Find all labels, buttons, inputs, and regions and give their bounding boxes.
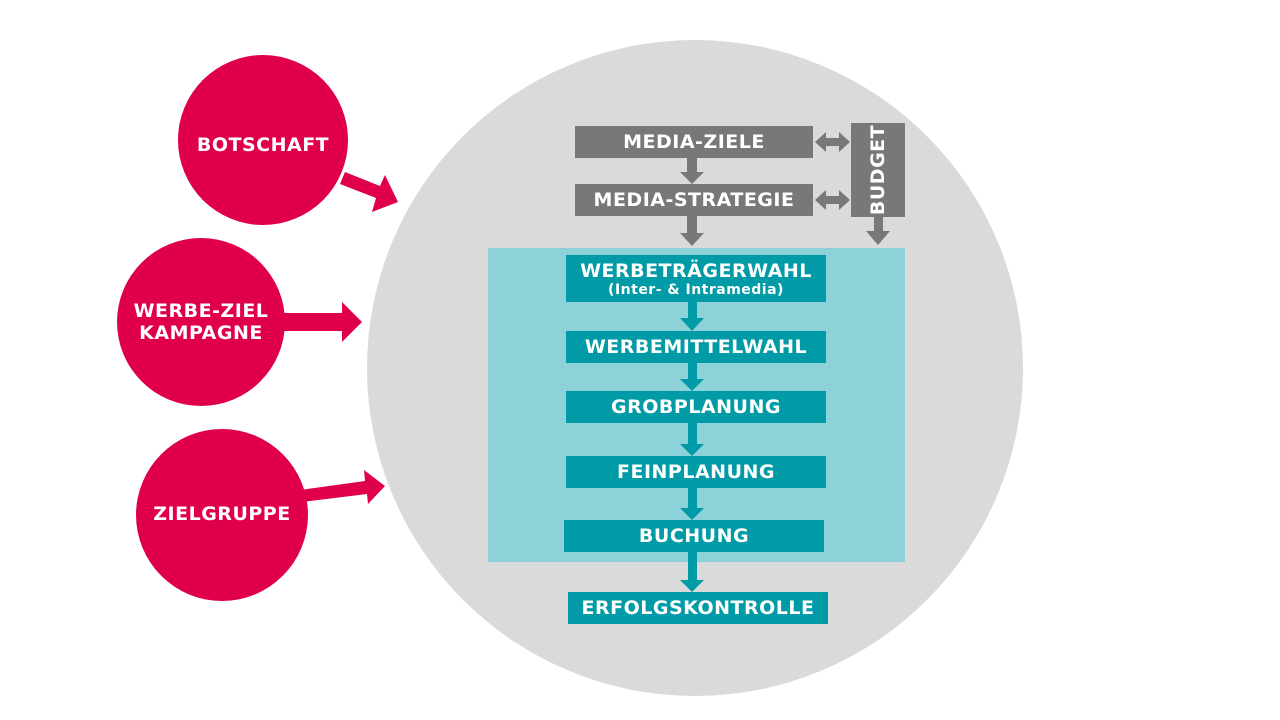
zielgruppe-text: ZIELGRUPPE: [153, 503, 291, 525]
werbetraegerwahl-subtext: (Inter- & Intramedia): [608, 281, 784, 298]
arrow-icon: [280, 302, 362, 342]
arrow-down-icon: [680, 302, 704, 331]
werbeziel-circle: [117, 238, 285, 406]
arrow-down-icon: [680, 158, 704, 184]
double-arrow-icon: [815, 190, 850, 210]
media-ziele-text: MEDIA-ZIELE: [623, 131, 765, 153]
arrow-down-icon: [680, 488, 704, 520]
arrow-icon: [300, 470, 385, 504]
erfolgskontrolle-box: ERFOLGSKONTROLLE: [568, 592, 828, 624]
botschaft-circle: [178, 55, 348, 225]
arrow-down-icon: [680, 423, 704, 456]
double-arrow-icon: [815, 132, 850, 152]
media-strategie-box: MEDIA-STRATEGIE: [575, 184, 813, 216]
arrow-down-icon: [866, 217, 890, 245]
media-ziele-box: MEDIA-ZIELE: [575, 126, 813, 158]
werbeziel-text: WERBE-ZIEL: [133, 300, 269, 322]
grobplanung-box: GROBPLANUNG: [566, 391, 826, 423]
zielgruppe-circle: [136, 429, 308, 601]
arrow-icon: [340, 172, 398, 212]
werbemittelwahl-text: WERBEMITTELWAHL: [584, 336, 808, 358]
werbetraegerwahl-box: WERBETRÄGERWAHL (Inter- & Intramedia): [566, 255, 826, 302]
werbemittelwahl-box: WERBEMITTELWAHL: [566, 331, 826, 363]
buchung-text: BUCHUNG: [638, 525, 750, 547]
buchung-box: BUCHUNG: [564, 520, 824, 552]
werbeziel-label: WERBE-ZIEL KAMPAGNE: [117, 298, 285, 346]
arrow-down-icon: [680, 216, 704, 246]
zielgruppe-label: ZIELGRUPPE: [136, 494, 308, 534]
arrow-down-icon: [680, 552, 704, 592]
media-strategie-text: MEDIA-STRATEGIE: [593, 189, 795, 211]
feinplanung-text: FEINPLANUNG: [617, 461, 775, 483]
budget-text: BUDGET: [867, 124, 889, 216]
kampagne-text: KAMPAGNE: [139, 322, 263, 344]
grobplanung-text: GROBPLANUNG: [611, 396, 781, 418]
arrow-down-icon: [680, 363, 704, 391]
budget-box: BUDGET: [861, 123, 895, 217]
botschaft-label: BOTSCHAFT: [178, 125, 348, 165]
erfolgskontrolle-text: ERFOLGSKONTROLLE: [581, 597, 815, 619]
feinplanung-box: FEINPLANUNG: [566, 456, 826, 488]
botschaft-text: BOTSCHAFT: [196, 134, 330, 156]
werbetraegerwahl-text: WERBETRÄGERWAHL: [580, 259, 812, 282]
